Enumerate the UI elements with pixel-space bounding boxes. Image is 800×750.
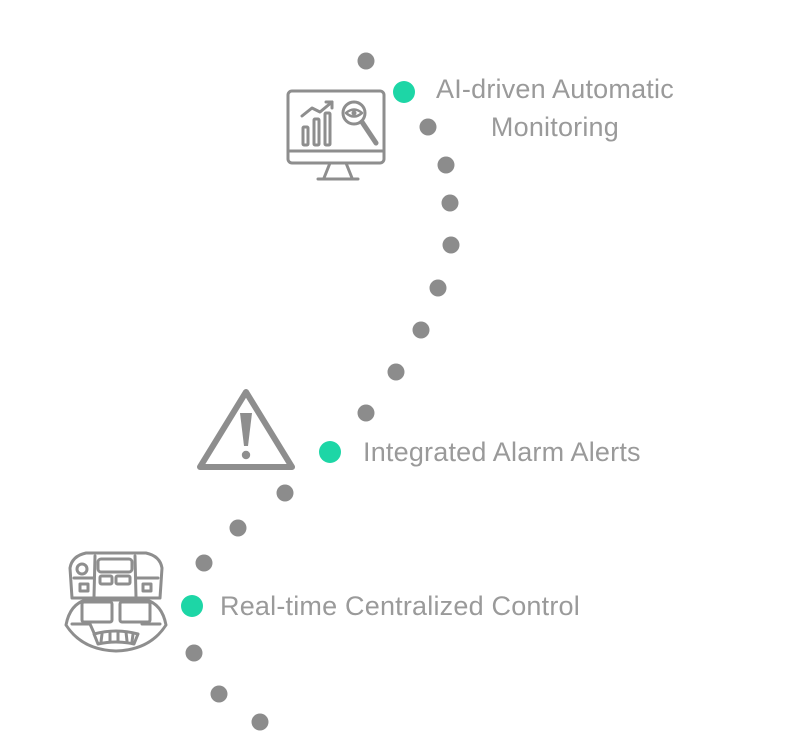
path-dot	[210, 685, 228, 703]
path-dot	[437, 156, 455, 174]
path-dot	[251, 713, 269, 731]
path-dot	[412, 321, 430, 339]
warning-triangle-icon	[197, 389, 295, 470]
milestone-dot-monitoring	[393, 81, 415, 103]
path-dot	[429, 279, 447, 297]
feature-label-monitoring: AI-driven Automatic Monitoring	[436, 70, 674, 146]
path-dot	[387, 363, 405, 381]
path-dot	[441, 194, 459, 212]
milestone-dot-alarm	[319, 441, 341, 463]
path-dot	[195, 554, 213, 572]
path-dot	[185, 644, 203, 662]
feature-label-control: Real-time Centralized Control	[220, 591, 580, 621]
path-dot	[357, 52, 375, 70]
path-dot	[276, 484, 294, 502]
path-dot	[419, 118, 437, 136]
feature-title-line2: Monitoring	[490, 112, 619, 142]
path-dots	[185, 52, 460, 731]
feature-label-alarm: Integrated Alarm Alerts	[363, 437, 641, 467]
feature-title-line1: AI-driven Automatic	[436, 74, 674, 104]
path-dot	[229, 519, 247, 537]
control-console-icon	[64, 551, 168, 653]
monitor-analytics-icon	[286, 89, 386, 181]
path-dot	[357, 404, 375, 422]
milestone-dot-control	[181, 595, 203, 617]
path-dot	[442, 236, 460, 254]
